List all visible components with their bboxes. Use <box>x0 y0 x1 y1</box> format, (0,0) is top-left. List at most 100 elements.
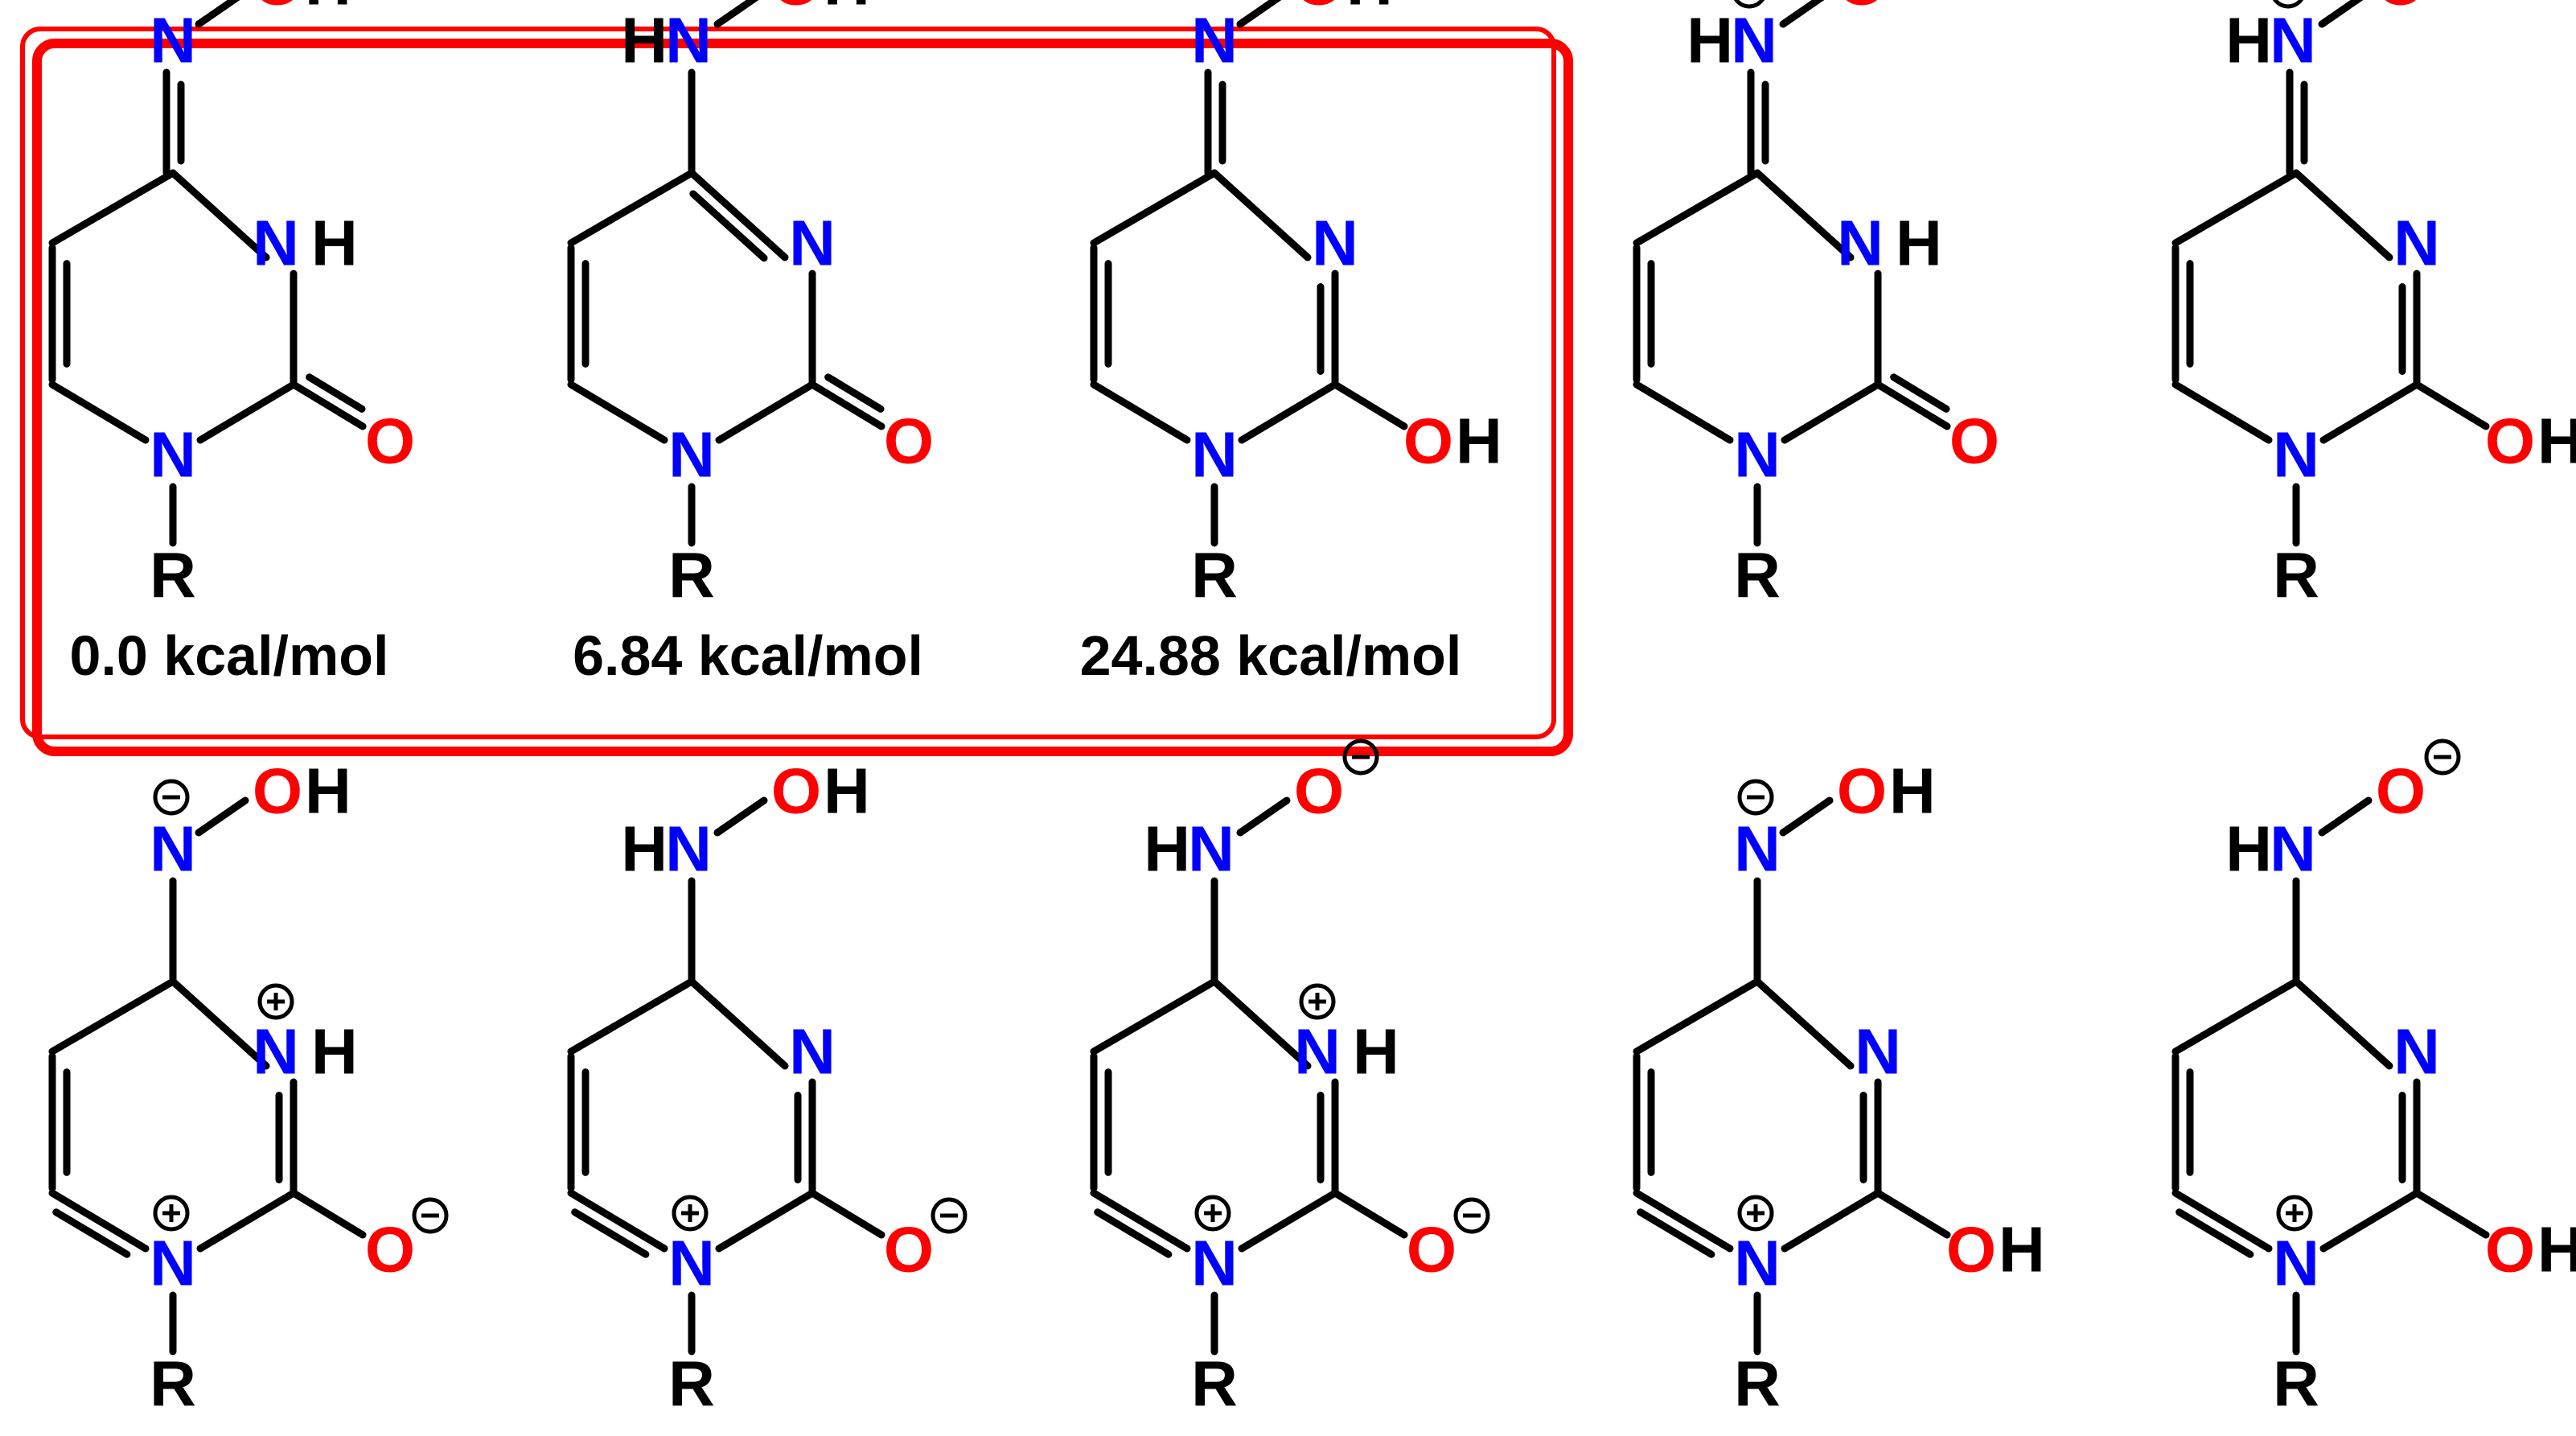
atom-n3: N <box>2393 1016 2440 1088</box>
charge-circle <box>1737 1195 1774 1232</box>
atom-nexo-h: H <box>621 5 668 76</box>
ring-bond-c4-c5 <box>48 169 177 247</box>
plus-charge-icon <box>2276 1195 2313 1232</box>
bond-c2-o <box>290 381 367 430</box>
atom-o-exo: O <box>253 0 302 19</box>
ring-bond-c4-n3 <box>2292 169 2393 261</box>
plus-charge-icon <box>1734 0 1765 9</box>
atom-r: R <box>2273 1348 2319 1420</box>
atom-n3: N <box>1312 208 1358 279</box>
ring-bond-c2-n1 <box>1238 1189 1339 1253</box>
atom-n3: N <box>2393 208 2440 279</box>
atom-nexo: N <box>1191 5 1238 76</box>
atom-nexo-h: H <box>2225 813 2272 885</box>
structure-s3: NRNOHNOH24.88 kcal/mol <box>1080 0 1502 687</box>
ring-bond-n1-c6-inner <box>2175 1208 2254 1258</box>
atom-n3-h: H <box>311 208 358 279</box>
bond-c2-o-inner <box>1890 373 1950 413</box>
ring-bond-c4-c5 <box>2171 977 2300 1055</box>
atom-r: R <box>1191 1348 1238 1420</box>
atom-nexo: N <box>2270 813 2316 885</box>
atom-o2-h: H <box>1999 1214 2045 1286</box>
charge-circle <box>1299 983 1336 1020</box>
bond-c2-o-inner <box>306 373 366 413</box>
ring-bond-c4-n3 <box>1753 977 1855 1070</box>
minus-charge-icon <box>1453 1197 1490 1234</box>
ring-bond-c4-c5 <box>567 977 696 1055</box>
bond-c2-o-inner <box>824 373 885 413</box>
charge-circle <box>1342 739 1379 776</box>
atom-r: R <box>150 1348 196 1420</box>
ring-bond-n1-c6 <box>1090 381 1191 444</box>
atom-nexo: N <box>1731 5 1777 76</box>
ring-bond-n1-c6 <box>2171 1189 2273 1253</box>
ring-bond-n1-c6 <box>567 1189 668 1253</box>
charge-circle <box>153 779 190 816</box>
bond-n-o <box>713 796 768 837</box>
ring-bond-c2-n1 <box>1238 381 1339 444</box>
plus-charge-icon <box>257 983 294 1020</box>
plus-charge-icon <box>1299 983 1336 1020</box>
bond-c2-o <box>1331 381 1408 430</box>
plus-charge-icon <box>153 1195 190 1232</box>
charge-circle <box>1453 1197 1490 1234</box>
charge-circle <box>412 1197 449 1234</box>
plus-charge-icon <box>672 1195 709 1232</box>
atom-o-exo: O <box>1837 0 1887 19</box>
bond-c2-o <box>808 381 885 430</box>
charge-circle <box>257 983 294 1020</box>
atom-n1: N <box>1191 419 1238 491</box>
atom-o-exo-h: H <box>824 755 870 827</box>
atom-n1: N <box>1734 419 1781 491</box>
atom-nexo: N <box>665 813 712 885</box>
bond-n-o <box>1236 796 1291 837</box>
atom-n3: N <box>253 208 299 279</box>
atom-o2: O <box>884 1214 934 1286</box>
atom-n1: N <box>668 1228 715 1299</box>
atom-o-exo: O <box>1837 755 1887 827</box>
ring-bond-c2-n1 <box>715 1189 816 1253</box>
atom-o-exo-h: H <box>1889 755 1936 827</box>
charge-circle <box>2273 0 2303 9</box>
bond-n-o <box>2318 0 2364 28</box>
atom-nexo: N <box>1188 813 1235 885</box>
ring-bond-c4-n3 <box>1753 169 1855 261</box>
bond-n-o <box>2318 796 2373 837</box>
ring-bond-c4-n3 <box>2292 977 2393 1070</box>
atom-o-exo-h: H <box>305 0 351 19</box>
ring-bond-c4-c5 <box>2171 169 2300 247</box>
bond-c2-o <box>808 1189 885 1239</box>
energy-label: 0.0 kcal/mol <box>70 624 389 687</box>
minus-charge-icon <box>153 779 190 816</box>
minus-charge-icon <box>1737 779 1774 816</box>
ring-bond-c4-n3 <box>169 977 270 1070</box>
atom-o2: O <box>365 1214 415 1286</box>
ring-bond-n1-c6 <box>48 381 150 444</box>
ring-bond-c2-n1 <box>715 381 816 444</box>
atom-r: R <box>668 1348 715 1420</box>
ring-bond-c4-c5 <box>48 977 177 1055</box>
atom-o-exo-h: H <box>305 755 351 827</box>
highlight-box-shadow <box>32 39 1573 756</box>
bond-c2-o <box>2413 1189 2490 1239</box>
atom-nexo-h: H <box>2225 5 2272 76</box>
atom-o-exo: O <box>2376 0 2426 19</box>
atom-n1: N <box>668 419 715 491</box>
ring-bond-c4-c5 <box>1090 977 1218 1055</box>
minus-charge-icon <box>2424 739 2461 776</box>
atom-r: R <box>1734 540 1781 611</box>
ring-bond-c4-n3 <box>688 977 789 1070</box>
atom-o2-h: H <box>2537 405 2576 477</box>
ring-bond-c4-c5 <box>1633 977 1761 1055</box>
ring-bond-n1-c6-inner <box>571 1208 650 1258</box>
atom-o-exo-h: H <box>824 0 870 19</box>
atom-o2: O <box>1407 1214 1456 1286</box>
atom-r: R <box>1191 540 1238 611</box>
charge-circle <box>1734 0 1765 9</box>
ring-bond-n1-c6 <box>48 1189 150 1253</box>
ring-bond-n1-c6-inner <box>1094 1208 1173 1258</box>
ring-bond-n1-c6 <box>2171 381 2273 444</box>
